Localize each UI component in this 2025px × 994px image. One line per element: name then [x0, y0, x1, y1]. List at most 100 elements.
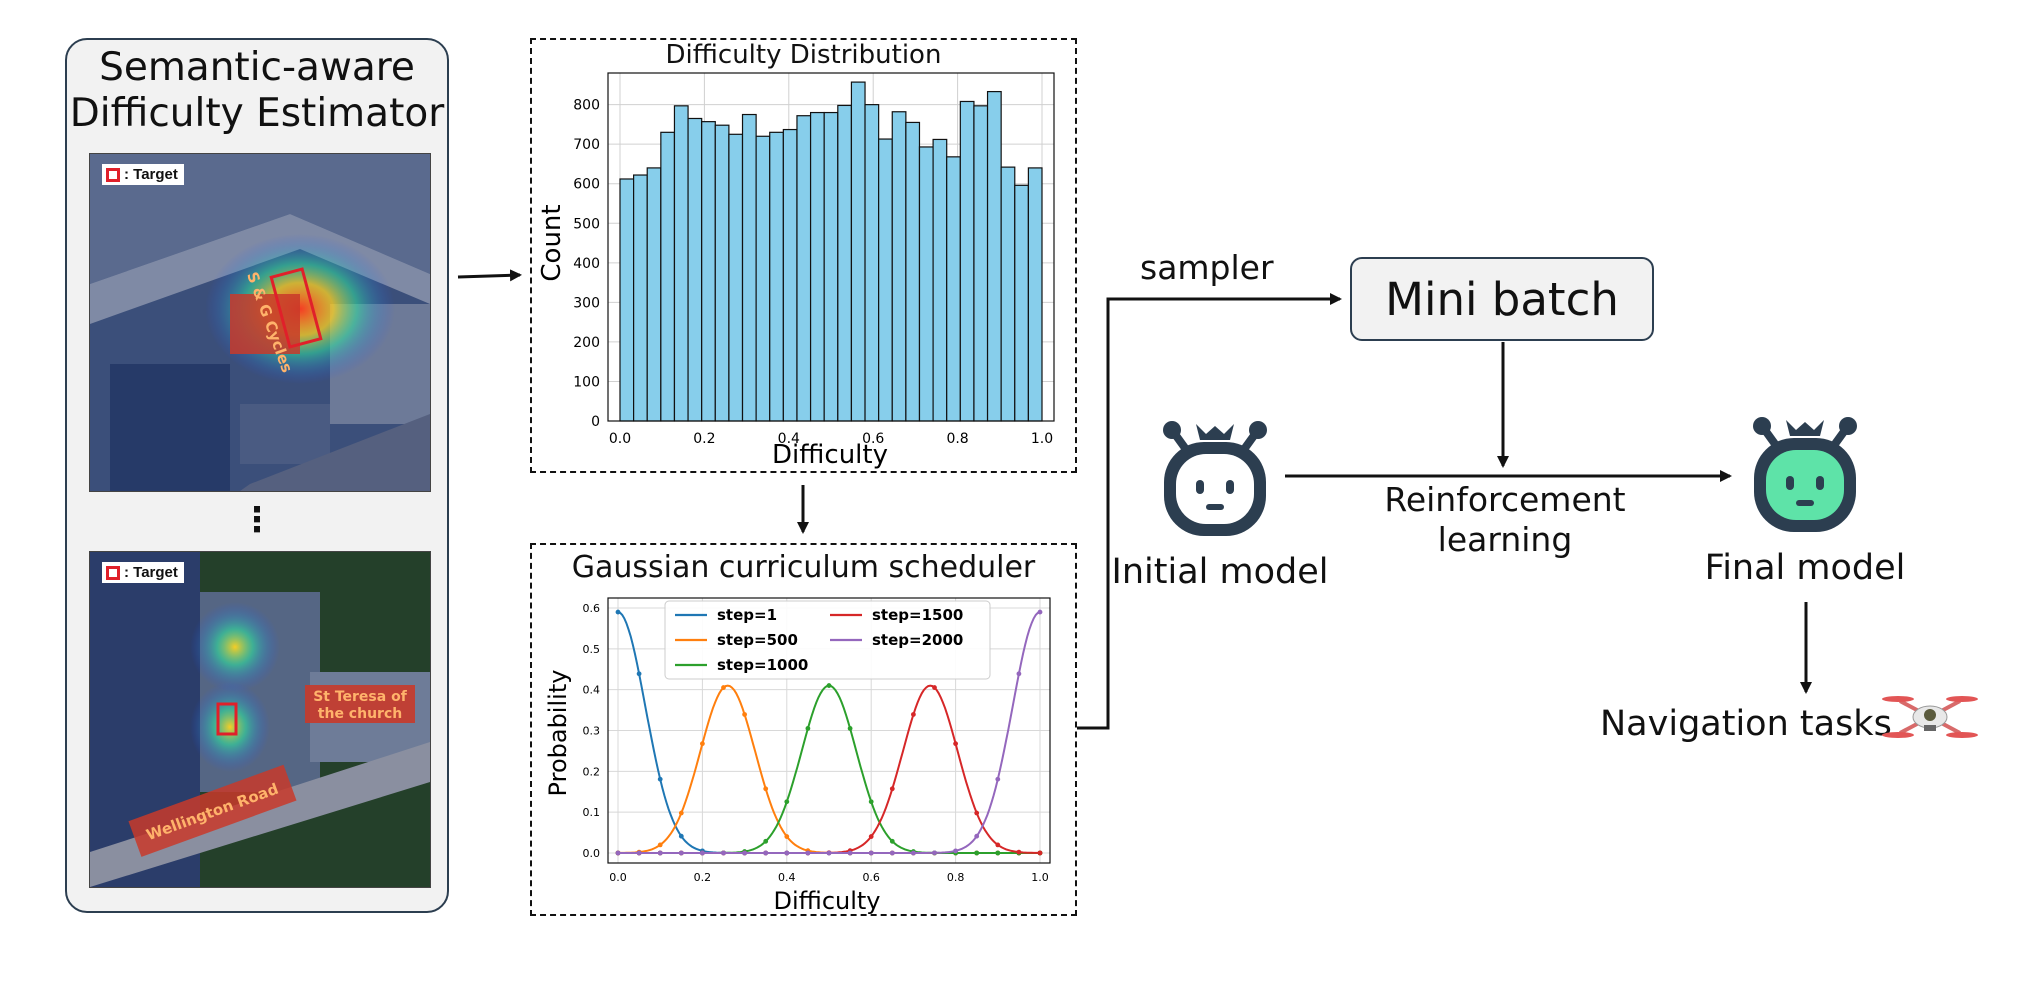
histogram-xlabel: Difficulty: [772, 440, 888, 470]
histogram-xtick-label: 0.4: [778, 431, 800, 447]
scheduler-xtick-label: 0.2: [694, 871, 712, 884]
scheduler-point: [974, 833, 980, 839]
scheduler-ytick-label: 0.6: [583, 602, 601, 615]
histogram-ylabel: Count: [537, 204, 567, 281]
histogram-ytick-label: 700: [573, 137, 600, 153]
scheduler-legend-label: step=2000: [872, 631, 963, 649]
scheduler-point: [911, 712, 916, 717]
histogram-title: Difficulty Distribution: [665, 40, 942, 70]
histogram-xtick-label: 0.6: [862, 431, 884, 447]
scheduler-ytick-label: 0.1: [583, 806, 601, 819]
histogram-ytick-label: 300: [573, 295, 600, 311]
arrow-estimator-to-histogram: [457, 269, 522, 282]
histogram-ytick-label: 400: [573, 256, 600, 272]
scheduler-point: [995, 776, 1001, 782]
scheduler-xtick-label: 0.4: [778, 871, 796, 884]
scheduler-point: [784, 850, 790, 856]
scheduler-point: [932, 850, 937, 856]
scheduler-legend-label: step=500: [717, 631, 798, 649]
scheduler-point: [1016, 671, 1022, 677]
target-box-icon: [106, 565, 120, 580]
histogram-ytick-label: 800: [573, 98, 600, 114]
rl-label-line1: Reinforcement: [1384, 480, 1626, 519]
scheduler-xtick-label: 0.0: [609, 871, 627, 884]
scheduler-point: [721, 850, 726, 856]
scheduler-legend-frame: [664, 600, 991, 680]
histogram-xtick-label: 0.2: [693, 431, 715, 447]
histogram-ytick-label: 100: [573, 374, 600, 390]
arrow-scheduler-to-minibatch: [1077, 293, 1342, 730]
scheduler-point: [995, 850, 1001, 856]
scheduler-ytick-label: 0.3: [583, 725, 601, 738]
image2-label-1-line2: the church: [318, 706, 402, 722]
sampler-label: sampler: [1140, 248, 1274, 287]
scheduler-point: [805, 726, 811, 731]
target-label-1: : Target: [124, 166, 178, 183]
scheduler-ytick-label: 0.4: [583, 684, 601, 697]
scheduler-point: [763, 838, 769, 844]
target-legend-2: : Target: [102, 562, 184, 583]
histogram-axes-frame: [607, 72, 1055, 422]
estimator-title: Semantic-aware Difficulty Estimator: [69, 45, 445, 136]
target-legend-1: : Target: [102, 164, 184, 185]
scheduler-point: [953, 848, 958, 854]
scheduler-point: [868, 850, 874, 856]
drone-icon: [1882, 696, 1978, 738]
scheduler-legend-label: step=1: [717, 606, 777, 624]
scheduler-point: [995, 842, 1001, 848]
rl-label: Reinforcement learning: [1350, 480, 1660, 560]
scheduler-point: [700, 850, 705, 856]
scheduler-point: [847, 726, 853, 731]
scheduler-point: [974, 850, 980, 856]
scheduler-point: [700, 741, 705, 747]
scheduler-point: [784, 799, 790, 805]
scheduler-point: [636, 671, 642, 677]
histogram-xtick-label: 0.8: [946, 431, 968, 447]
mini-batch-label: Mini batch: [1385, 272, 1619, 326]
final-model-label: Final model: [1704, 548, 1906, 588]
scheduler-point: [657, 850, 663, 856]
scheduler-point: [1016, 849, 1022, 855]
scheduler-point: [678, 850, 684, 856]
ellipsis: ⋮: [240, 500, 274, 540]
initial-model-label: Initial model: [1111, 552, 1329, 592]
histogram-ytick-label: 600: [573, 177, 600, 193]
scheduler-point: [868, 834, 874, 839]
scheduler-point: [742, 712, 747, 717]
navigation-tasks-label: Navigation tasks: [1600, 704, 1892, 744]
scheduler-point: [763, 850, 769, 856]
histogram-xtick-label: 0.0: [609, 431, 631, 447]
histogram-ytick-label: 200: [573, 335, 600, 351]
satellite-image-1: S & G Cycles : Target: [89, 153, 431, 492]
final-model-robot-icon: [1753, 417, 1857, 532]
scheduler-title: Gaussian curriculum scheduler: [571, 550, 1036, 585]
scheduler-xtick-label: 0.8: [947, 871, 965, 884]
scheduler-ylabel: Probability: [544, 670, 572, 797]
scheduler-point: [826, 850, 832, 856]
target-label-2: : Target: [124, 564, 178, 581]
scheduler-point: [889, 838, 895, 844]
scheduler-point: [763, 786, 769, 792]
scheduler-point: [636, 850, 642, 856]
scheduler-point: [974, 810, 980, 816]
image2-label-1-line1: St Teresa of: [313, 689, 408, 705]
scheduler-axes-frame: [607, 597, 1051, 864]
scheduler-point: [889, 786, 895, 792]
scheduler-xlabel: Difficulty: [773, 887, 880, 915]
scheduler-point: [742, 850, 747, 856]
scheduler-legend-label: step=1500: [872, 606, 963, 624]
scheduler-xtick-label: 0.6: [862, 871, 880, 884]
scheduler-point: [615, 609, 621, 615]
scheduler-point: [868, 799, 874, 805]
scheduler-point: [1037, 850, 1043, 856]
scheduler-point: [678, 810, 684, 816]
scheduler-point: [826, 683, 832, 688]
scheduler-point: [805, 850, 811, 856]
histogram-frame: [530, 38, 1077, 473]
scheduler-legend-label: step=1000: [717, 656, 808, 674]
scheduler-point: [889, 850, 895, 856]
target-box-icon: [106, 167, 120, 182]
scheduler-xtick-label: 1.0: [1031, 871, 1049, 884]
